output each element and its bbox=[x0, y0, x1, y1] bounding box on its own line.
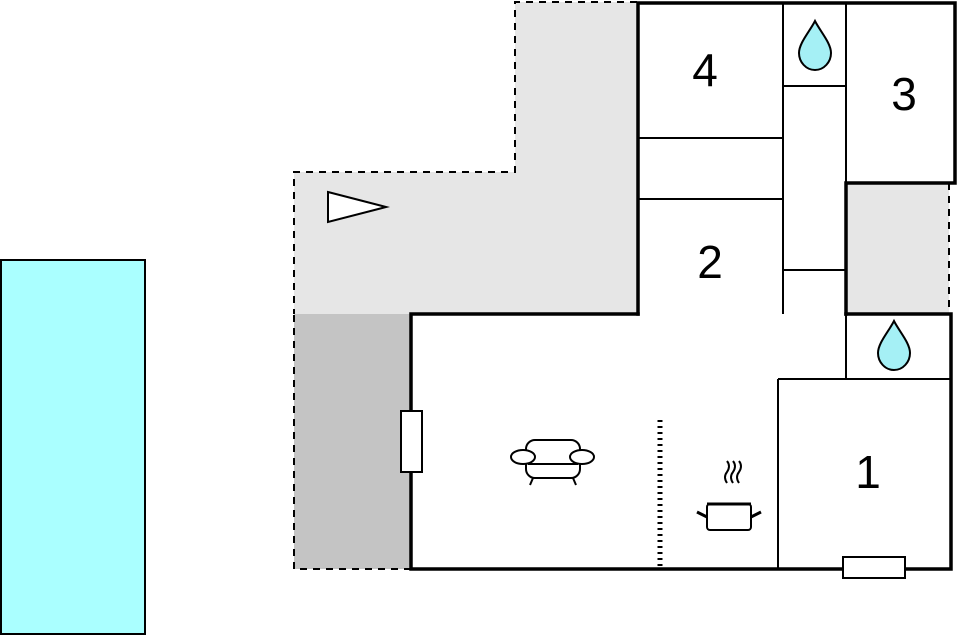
sofa-icon bbox=[510, 439, 595, 486]
water-drop-icon bbox=[797, 18, 833, 72]
room-label-4: 4 bbox=[692, 44, 718, 96]
side-patio bbox=[846, 183, 949, 314]
exterior-wall-main-block bbox=[409, 312, 953, 571]
covered-terrace-border bbox=[293, 314, 411, 570]
exterior-wall-top-block bbox=[636, 1, 957, 316]
terrace-border bbox=[293, 1, 637, 314]
covered-terrace bbox=[294, 314, 411, 569]
room-label-3: 3 bbox=[891, 68, 917, 120]
room-label-1: 1 bbox=[855, 446, 881, 498]
water-drop-icon bbox=[876, 318, 912, 372]
cooking-pot-icon bbox=[696, 460, 762, 531]
triangle-pointer-icon bbox=[327, 190, 390, 224]
window-bottom bbox=[842, 556, 906, 579]
terrace-area bbox=[294, 2, 637, 314]
swimming-pool bbox=[0, 259, 146, 635]
room-label-2: 2 bbox=[697, 236, 723, 288]
window-left bbox=[400, 410, 423, 473]
